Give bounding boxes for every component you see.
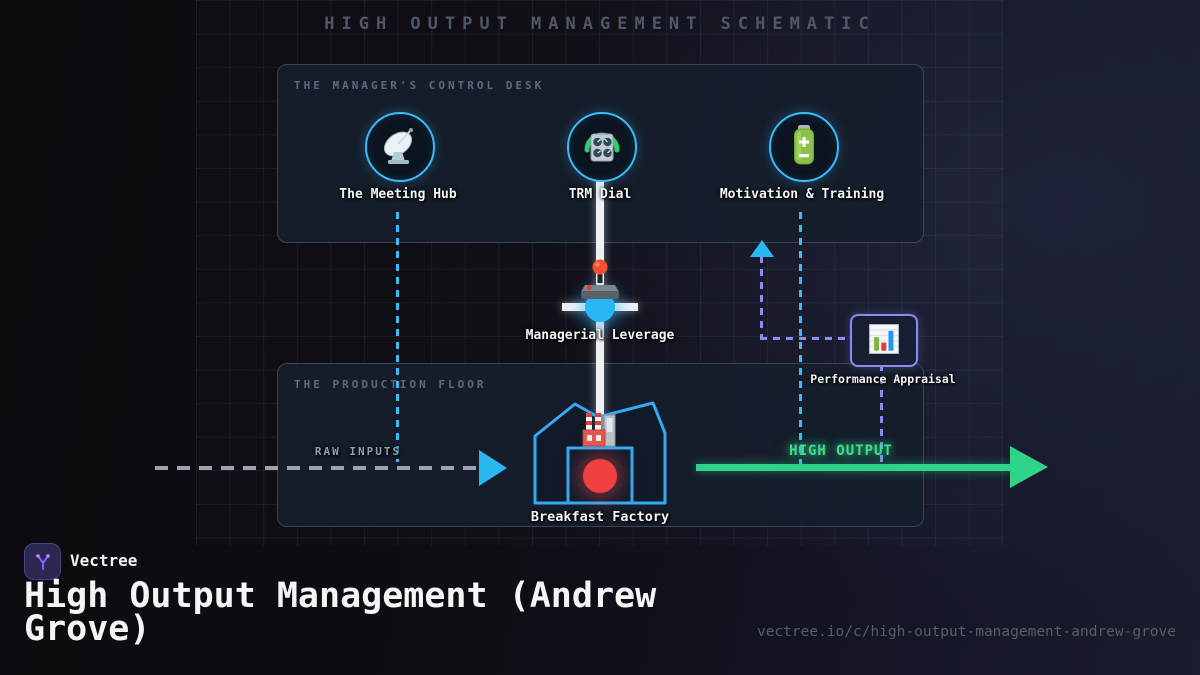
- high-output-line: [696, 464, 1012, 471]
- brand-name: Vectree: [70, 551, 138, 570]
- performance-appraisal-label: Performance Appraisal: [810, 372, 956, 386]
- breakfast-factory-label: Breakfast Factory: [530, 509, 670, 525]
- meeting-hub-connector-line: [396, 212, 399, 462]
- trm-dial-node: [567, 112, 637, 182]
- appraisal-feedback-line-vertical: [760, 256, 763, 339]
- performance-appraisal-box: [850, 314, 918, 367]
- raw-inputs-arrowhead: [479, 450, 507, 486]
- page-url: vectree.io/c/high-output-management-andr…: [756, 624, 1176, 640]
- bar-chart-icon: [866, 321, 902, 361]
- battery-icon: [784, 123, 824, 171]
- raw-inputs-label: RAW INPUTS: [314, 445, 402, 458]
- motivation-node: [769, 112, 839, 182]
- meeting-hub-label: The Meeting Hub: [339, 187, 457, 202]
- appraisal-feedback-line-horizontal: [760, 337, 851, 340]
- high-output-arrowhead: [1010, 446, 1048, 488]
- appraisal-tap-line-vertical: [880, 364, 883, 466]
- managerial-leverage-label: Managerial Leverage: [525, 328, 675, 343]
- factory-icon: [579, 410, 621, 452]
- trm-dial-label: TRM Dial: [568, 187, 632, 202]
- control-desk-header: THE MANAGER'S CONTROL DESK: [294, 79, 545, 92]
- joystick-icon: [577, 258, 623, 308]
- high-output-label: HIGH OUTPUT: [789, 443, 893, 459]
- meeting-hub-node: [365, 112, 435, 182]
- production-unit-dot: [583, 459, 617, 493]
- schematic-title: HIGH OUTPUT MANAGEMENT SCHEMATIC: [324, 14, 876, 34]
- vectree-logo-icon: [24, 543, 61, 580]
- knob-panel-icon: [578, 121, 626, 173]
- feedback-arrowhead-up: [750, 240, 774, 257]
- satellite-dish-icon: [378, 123, 422, 171]
- raw-inputs-line: [155, 466, 479, 470]
- motivation-label: Motivation & Training: [719, 187, 885, 202]
- production-floor-header: THE PRODUCTION FLOOR: [294, 378, 487, 391]
- page-title: High Output Management (Andrew Grove): [24, 576, 657, 649]
